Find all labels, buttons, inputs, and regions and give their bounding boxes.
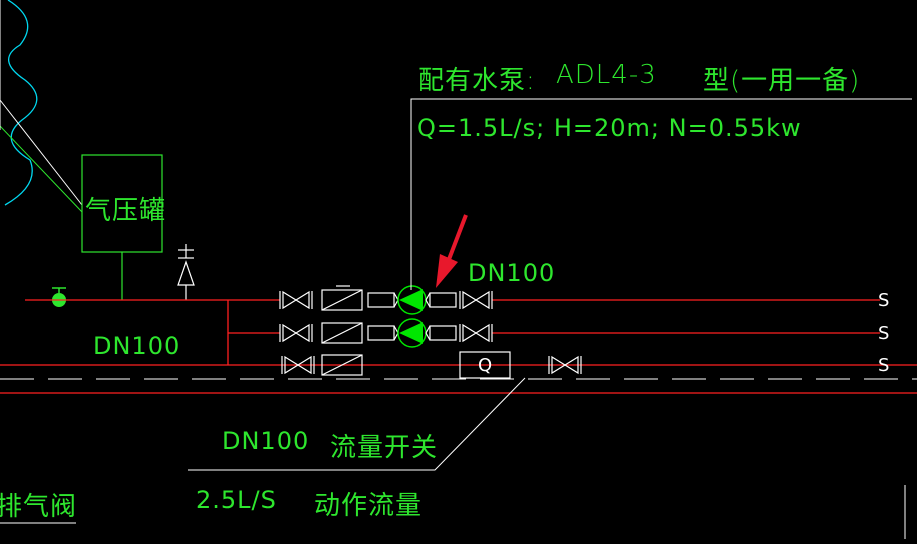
flow-meter-box[interactable] xyxy=(459,351,511,379)
gate-valve-icon[interactable] xyxy=(279,290,313,310)
check-valve-icon[interactable] xyxy=(321,322,363,344)
tank-label: 气压罐 xyxy=(85,196,167,226)
gate-valve-icon[interactable] xyxy=(548,355,582,375)
pump-spec-label: Q=1.5L/s; H=20m; N=0.55kw xyxy=(417,114,802,142)
line-end-label-3: S xyxy=(878,355,891,376)
reducer-icon[interactable] xyxy=(425,325,457,341)
pump-model-label: ADL4-3 xyxy=(556,60,657,90)
dn100-bottom-label: DN100 xyxy=(222,427,310,455)
air-vent-icon[interactable] xyxy=(52,287,66,307)
flow-rate-label: 2.5L/S xyxy=(196,486,277,514)
gate-valve-icon[interactable] xyxy=(459,323,493,343)
flow-meter-label: Q xyxy=(478,355,494,376)
reducer-icon[interactable] xyxy=(367,292,399,308)
gate-valve-icon[interactable] xyxy=(279,323,313,343)
reducer-icon[interactable] xyxy=(367,325,399,341)
pump-icon[interactable] xyxy=(397,318,427,348)
flow-switch-label: 流量开关 xyxy=(330,433,439,463)
reducer-icon[interactable] xyxy=(425,292,457,308)
pump-config-label: 配有水泵: xyxy=(418,66,536,96)
flow-switch-leader xyxy=(188,377,526,471)
gate-valve-icon[interactable] xyxy=(281,355,315,375)
line-end-label-1: S xyxy=(878,290,891,311)
dn100-top-label: DN100 xyxy=(468,259,556,287)
check-valve-icon[interactable] xyxy=(321,285,363,311)
check-valve-icon[interactable] xyxy=(321,354,363,376)
leader-line-2 xyxy=(0,125,83,213)
spec-leader xyxy=(410,98,912,290)
line-end-label-2: S xyxy=(878,323,891,344)
gate-valve-icon[interactable] xyxy=(459,290,493,310)
action-flow-label: 动作流量 xyxy=(314,491,423,521)
dn100-left-label: DN100 xyxy=(93,332,181,360)
pump-type-label: 型(一用一备) xyxy=(703,66,861,96)
revision-cloud xyxy=(4,0,38,206)
relief-valve-icon[interactable] xyxy=(177,244,195,300)
exhaust-valve-label: 排气阀 xyxy=(0,492,78,522)
leader-line-1 xyxy=(0,99,83,206)
pump-icon[interactable] xyxy=(397,285,427,315)
red-arrow-icon xyxy=(436,214,468,288)
